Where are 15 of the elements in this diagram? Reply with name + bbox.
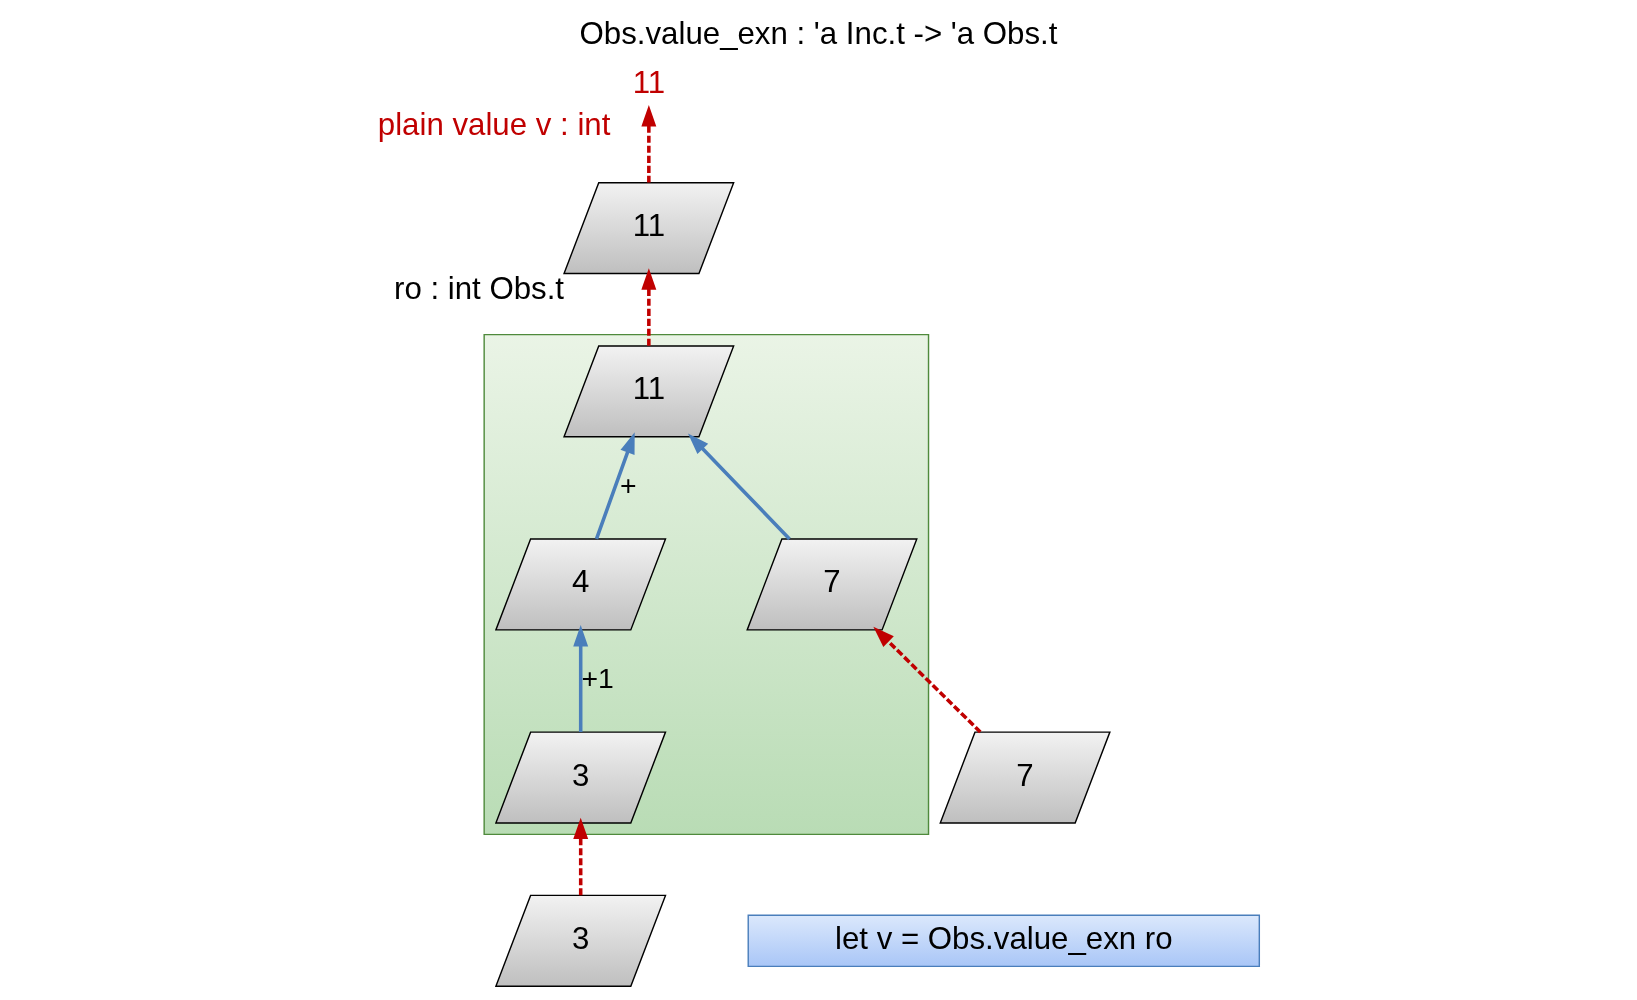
arrow: [641, 105, 657, 183]
node-label: ro : int Obs.t: [394, 270, 565, 306]
arrow: [573, 817, 589, 896]
arrow: [573, 625, 589, 732]
arrow: [873, 626, 982, 734]
node-text: 11: [632, 64, 666, 100]
node-label: plain value v : int: [377, 107, 611, 143]
arrow: [594, 432, 635, 540]
arrow: [688, 433, 791, 541]
arrow: [641, 268, 657, 346]
edge-label: +1: [581, 662, 614, 695]
edge-label: +: [619, 469, 637, 502]
cluster: [483, 333, 930, 836]
diagram-title: Obs.value_exn : 'a Inc.t -> 'a Obs.t: [579, 16, 1058, 52]
node-box: let v = Obs.value_exn ro: [747, 914, 1261, 968]
